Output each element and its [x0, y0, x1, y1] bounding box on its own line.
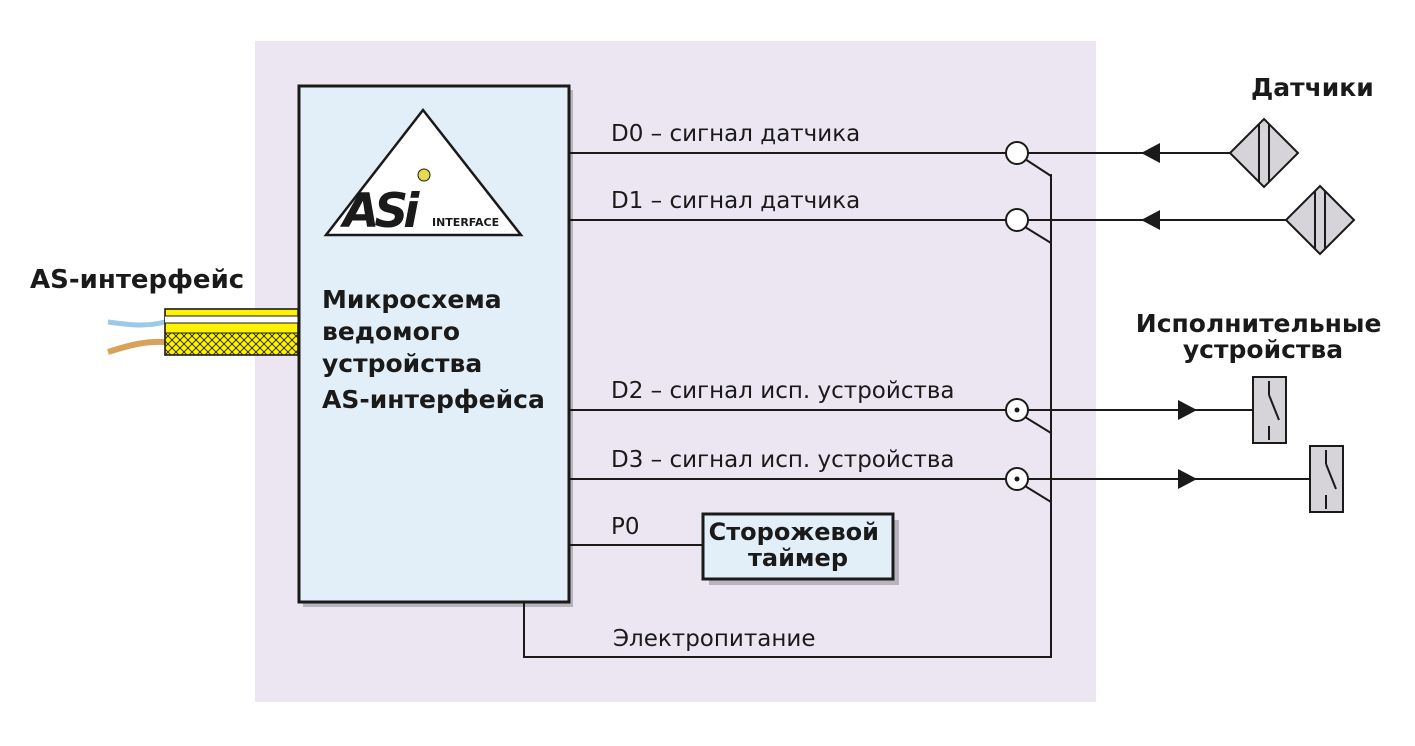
watchdog-label: Сторожевой таймер: [709, 518, 888, 572]
d3-label: D3 – сигнал исп. устройства: [611, 447, 955, 473]
d0-label: D0 – сигнал датчика: [611, 121, 860, 147]
as-interface-cable: [107, 308, 299, 356]
d1-label: D1 – сигнал датчика: [611, 188, 860, 214]
actuator-1-arrow: [1178, 400, 1197, 420]
sensor-2-icon: [1284, 184, 1356, 256]
sensor-2-arrow: [1141, 210, 1160, 230]
chip-title-line-3: устройства: [322, 349, 482, 378]
sensor-1-arrow: [1141, 143, 1160, 163]
chip-title-line-1: Микросхема: [322, 285, 502, 314]
power-label: Электропитание: [613, 626, 816, 652]
actuator-2-icon: [1309, 445, 1344, 513]
watchdog-label-line-2: таймер: [748, 544, 848, 572]
watchdog-label-line-1: Сторожевой: [709, 518, 879, 546]
chip-title-line-2: ведомого: [322, 317, 460, 346]
p0-label: P0: [611, 514, 640, 540]
terminal-d1: [1005, 208, 1029, 232]
d2-label: D2 – сигнал исп. устройства: [611, 378, 955, 404]
logo-dot: [417, 168, 431, 182]
actuators-title: Исполнительные устройства: [1136, 309, 1390, 364]
actuators-title-line-2: устройства: [1183, 335, 1343, 364]
actuators-title-line-1: Исполнительные: [1136, 309, 1382, 338]
chip-title-line-4: AS-интерфейса: [322, 385, 545, 414]
actuator-1-icon: [1252, 376, 1287, 444]
cable-label: AS-интерфейс: [30, 265, 244, 295]
chip-title: Микросхема ведомого устройства AS-интерф…: [322, 285, 545, 414]
actuator-2-arrow: [1178, 469, 1197, 489]
terminal-d0: [1005, 141, 1029, 165]
sensors-title: Датчики: [1251, 73, 1374, 102]
logo-subtext: INTERFACE: [432, 216, 499, 229]
asi-logo: ASi INTERFACE: [323, 107, 524, 239]
watchdog-timer: [701, 512, 895, 581]
logo-text: ASi: [339, 184, 420, 239]
sensor-1-icon: [1228, 117, 1300, 189]
power-line: [523, 174, 1052, 658]
